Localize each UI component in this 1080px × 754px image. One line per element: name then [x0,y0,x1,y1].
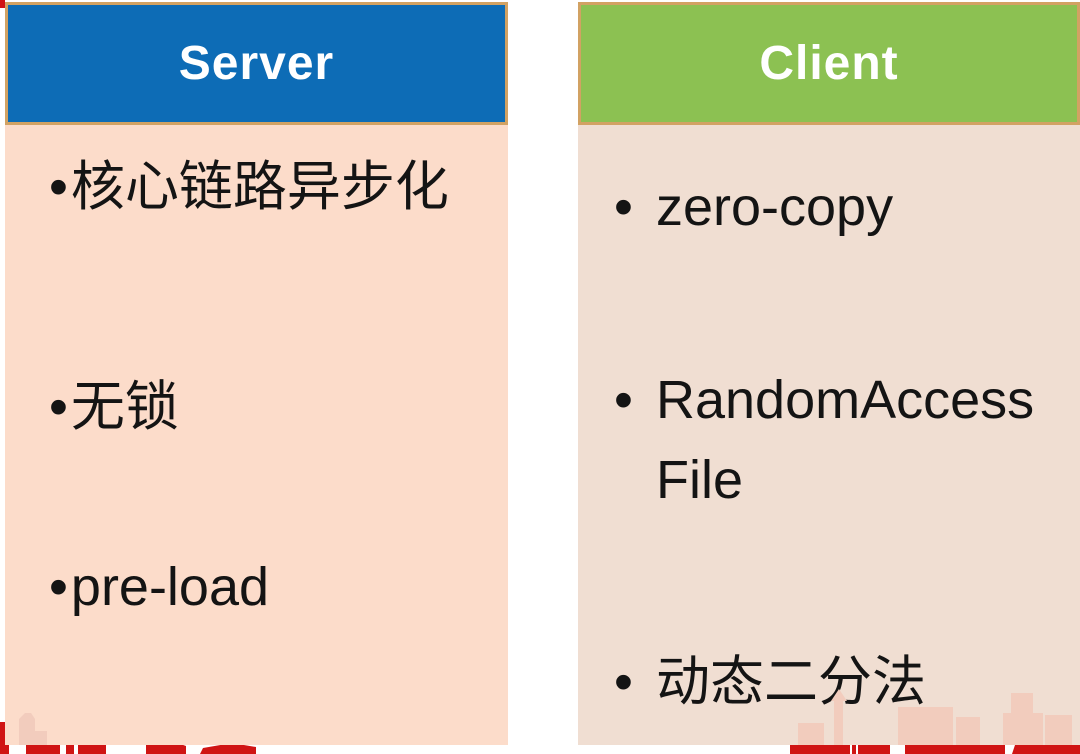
server-column: Server •核心链路异步化 •无锁 •pre-load [5,2,508,745]
bullet-icon: • [614,177,633,237]
bullet-icon: • [49,377,68,437]
client-bullet-randomaccessfile-line1: RandomAccess [656,370,1035,430]
client-bullet-randomaccessfile-line2: File [656,450,744,510]
client-header: Client [578,2,1080,125]
client-bullet-zerocopy: • zero-copy [614,167,893,247]
client-header-label: Client [759,37,899,90]
bullet-icon: • [49,157,68,217]
server-bullet-preload: •pre-load [49,557,269,617]
client-bullet-dynamic-bisection-text: 动态二分法 [656,652,926,712]
server-body: •核心链路异步化 •无锁 •pre-load [5,125,508,745]
client-column: Client • zero-copy • RandomAccess File •… [578,2,1080,745]
bullet-icon: • [49,557,68,617]
client-body: • zero-copy • RandomAccess File • 动态二分法 [578,125,1080,745]
server-bullet-lockfree-text: 无锁 [70,377,179,437]
server-bullet-lockfree: •无锁 [49,377,179,437]
server-bullet-preload-text: pre-load [70,557,270,617]
server-header: Server [5,2,508,125]
server-bullet-async: •核心链路异步化 [49,157,449,217]
client-bullet-dynamic-bisection: • 动态二分法 [614,642,926,722]
client-bullet-randomaccessfile: • RandomAccess File [614,360,1034,520]
server-header-label: Server [178,37,335,90]
client-bullet-zerocopy-text: zero-copy [656,177,894,237]
faint-building-icon [19,713,47,745]
bullet-icon: • [614,652,633,712]
red-corner-fragment-icon [0,0,5,8]
bullet-icon: • [614,370,633,430]
server-bullet-async-text: 核心链路异步化 [70,157,449,217]
